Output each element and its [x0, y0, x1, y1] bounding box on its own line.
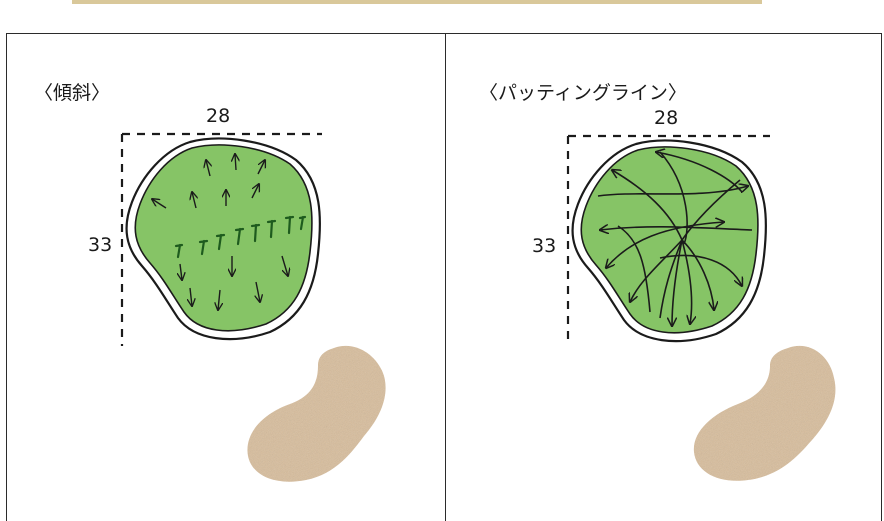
- putting-line-panel-title: 〈パッティングライン〉: [479, 82, 687, 104]
- putting-dimension-lines: [566, 134, 770, 346]
- slope-panel-title: 〈傾斜〉: [34, 82, 111, 104]
- putting-width-label: 28: [654, 107, 679, 129]
- slope-dimension-lines: [120, 132, 322, 346]
- putting-height-label: 33: [532, 235, 557, 257]
- putting-green: [580, 146, 759, 334]
- slope-width-label: 28: [206, 105, 231, 127]
- header-bar: [72, 0, 762, 4]
- slope-arrows-up: [152, 154, 265, 209]
- panel-frame: [6, 33, 882, 521]
- slope-arrows-down: [180, 255, 288, 310]
- slope-green: [134, 144, 313, 332]
- panel-divider: [445, 33, 446, 521]
- slope-ridge-tufts: [174, 215, 307, 259]
- putting-lines: [597, 152, 753, 326]
- slope-bunker-texture: [247, 345, 386, 482]
- slope-height-label: 33: [88, 234, 113, 256]
- putting-bunker-texture: [693, 345, 836, 481]
